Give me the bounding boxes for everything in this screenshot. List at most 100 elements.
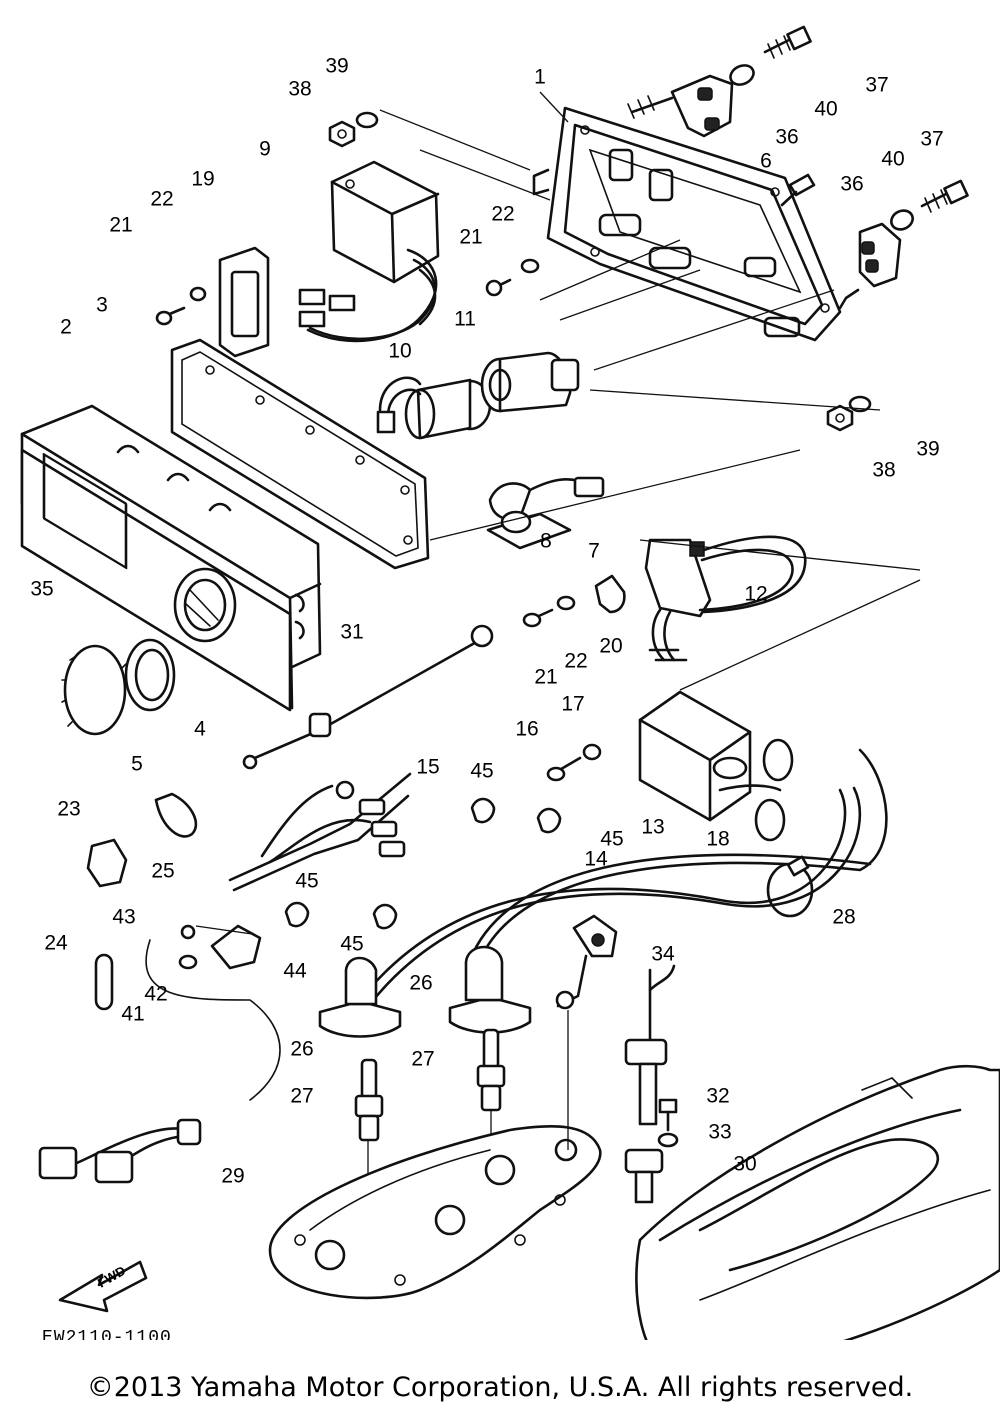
callout-11: 11 <box>454 308 476 331</box>
callout-36: 36 <box>840 173 863 196</box>
callout-26: 26 <box>290 1038 313 1061</box>
callout-40: 40 <box>881 148 904 171</box>
callout-39: 39 <box>916 438 939 461</box>
callout-labels: 1234567891011121314151617181920212121222… <box>30 55 943 1188</box>
fwd-arrow-icon: FWD <box>58 1260 148 1313</box>
callout-39: 39 <box>325 55 348 78</box>
reference-lines <box>379 109 921 691</box>
ignition-coil-13 <box>638 690 782 822</box>
callout-24: 24 <box>44 932 68 955</box>
clip-24-icon <box>94 953 114 1011</box>
watercraft-silhouette <box>635 1064 1000 1340</box>
grommet-18-icon <box>754 738 794 842</box>
ground-lead-31 <box>242 624 494 770</box>
callout-32: 32 <box>706 1085 729 1108</box>
callout-45: 45 <box>295 870 318 893</box>
bolt-21-upper-icon <box>155 286 207 326</box>
leader-line <box>539 91 569 123</box>
callout-43: 43 <box>112 906 135 929</box>
parts-diagram: FWD 123456789101112131415161718192021212… <box>20 25 1000 1340</box>
fuse-holder-8 <box>486 476 605 550</box>
holder-44 <box>178 924 262 970</box>
rectifier-10 <box>376 376 492 440</box>
callout-30: 30 <box>733 1153 756 1176</box>
callout-40: 40 <box>814 98 837 121</box>
drawing-code: EW2110-1100 <box>42 1328 172 1340</box>
callout-4: 4 <box>194 718 206 741</box>
callout-38: 38 <box>872 459 895 482</box>
callout-8: 8 <box>540 530 552 553</box>
bolt-32-33-icon <box>657 1098 679 1148</box>
bracket-34 <box>555 914 618 1150</box>
gasket-3 <box>170 338 430 570</box>
callout-37: 37 <box>865 74 888 97</box>
callout-45: 45 <box>470 760 493 783</box>
plug-cap-26-right <box>448 945 532 1034</box>
bolt-21-middle-icon <box>485 258 540 297</box>
nut-38-39-icon <box>328 111 872 432</box>
callout-10: 10 <box>388 340 411 363</box>
copyright-notice: ©2013 Yamaha Motor Corporation, U.S.A. A… <box>86 1372 914 1403</box>
callout-3: 3 <box>96 294 108 317</box>
callout-22: 22 <box>564 650 587 673</box>
callout-44: 44 <box>283 960 307 983</box>
sensor-30 <box>624 964 676 1204</box>
box-base-plate <box>532 106 842 342</box>
holder-23-icon <box>86 838 128 888</box>
callout-37: 37 <box>920 128 943 151</box>
callout-22: 22 <box>150 188 173 211</box>
callout-14: 14 <box>584 848 608 871</box>
callout-1: 1 <box>534 66 546 89</box>
bolt-16-icon <box>546 743 602 782</box>
callout-20: 20 <box>599 635 622 658</box>
callout-25: 25 <box>151 860 174 883</box>
callout-16: 16 <box>515 718 538 741</box>
callout-27: 27 <box>411 1048 434 1071</box>
cylinder-head <box>268 1124 602 1300</box>
mount-bracket-upper <box>627 74 734 138</box>
callout-5: 5 <box>131 753 143 776</box>
callout-17: 17 <box>561 693 584 716</box>
callout-27: 27 <box>290 1085 313 1108</box>
callout-6: 6 <box>760 150 772 173</box>
bolt-37-lower-icon <box>920 179 969 213</box>
spark-plug-27-right <box>476 1028 506 1170</box>
callout-13: 13 <box>641 816 664 839</box>
callout-18: 18 <box>706 828 729 851</box>
callout-41: 41 <box>121 1003 144 1026</box>
harness-bundle <box>228 772 412 892</box>
callout-15: 15 <box>416 756 439 779</box>
callout-36: 36 <box>775 126 798 149</box>
spark-plug-27-left <box>354 1058 384 1220</box>
callout-38: 38 <box>288 78 311 101</box>
band-25-icon <box>154 792 198 838</box>
callout-12: 12 <box>744 583 767 606</box>
callout-19: 19 <box>191 168 214 191</box>
callout-28: 28 <box>832 906 855 929</box>
callout-21: 21 <box>459 226 482 249</box>
callout-21: 21 <box>109 214 132 237</box>
clamp-20-icon <box>594 574 626 614</box>
callout-22: 22 <box>491 203 514 226</box>
callout-45: 45 <box>600 828 623 851</box>
coil-11 <box>480 351 580 413</box>
band-28-icon <box>766 855 814 918</box>
plate-12 <box>644 535 807 662</box>
callout-35: 35 <box>30 578 53 601</box>
mount-bracket-lower <box>838 222 902 310</box>
bolt-6-icon <box>780 173 816 207</box>
callout-7: 7 <box>588 540 600 563</box>
callout-2: 2 <box>60 316 72 339</box>
cover-2 <box>20 404 322 712</box>
collar-40-icon <box>729 64 914 231</box>
cdi-unit-9 <box>298 160 440 343</box>
callout-45: 45 <box>340 933 363 956</box>
cap-5-icon <box>61 644 127 736</box>
bolt-37-upper-icon <box>763 25 812 59</box>
callout-29: 29 <box>221 1165 244 1188</box>
callout-42: 42 <box>144 983 167 1006</box>
callout-9: 9 <box>259 138 271 161</box>
callout-21: 21 <box>534 666 557 689</box>
bolt-21-lower-icon <box>522 595 576 628</box>
callout-34: 34 <box>651 943 675 966</box>
